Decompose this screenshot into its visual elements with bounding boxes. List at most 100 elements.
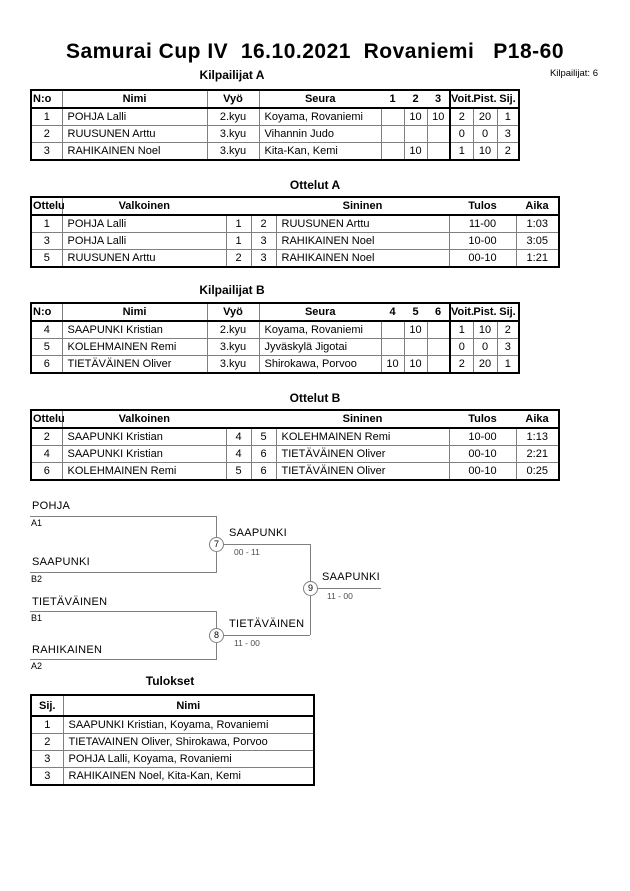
club-cell: Vihannin Judo [258,125,382,143]
result-cell: 00-10 [448,462,517,481]
pool-a-header-row: N:o Nimi Vyö Seura 1 2 3 Voit. Pist. Sij… [31,90,519,108]
col-header-place: Sij. [499,306,516,318]
matches-b-section-title: Ottelut B [289,391,341,405]
col-header-match: Ottelu [33,200,65,212]
col-header-no: N:o [33,93,52,105]
place-cell: 3 [496,338,520,356]
club-cell: Jyväskylä Jigotai [258,338,382,356]
results-row: 3 POHJA Lalli, Koyama, Rovaniemi [30,750,315,768]
competitor-row: 2 RUUSUNEN Arttu 3.kyu Vihannin Judo 0 0… [30,125,520,143]
white-name-cell: RUUSUNEN Arttu [61,249,227,268]
blue-name-cell: TIETÄVÄINEN Oliver [275,462,450,481]
competitor-number-cell: 5 [30,338,63,356]
points-cell: 10 [472,320,498,339]
result-cell: 11-00 [448,214,517,233]
white-number-cell: 1 [225,232,252,250]
pool-a-table: N:o Nimi Vyö Seura 1 2 3 Voit. Pist. Sij… [30,89,520,161]
result-place-cell: 3 [30,767,64,786]
match-number-cell: 1 [30,214,63,233]
score-cell: 10 [380,355,405,374]
match-number-cell: 3 [30,232,63,250]
competitor-name-cell: POHJA Lalli [61,107,208,126]
col-header-club: Seura [258,90,381,108]
col-header-white: Valkoinen [61,410,226,428]
col-header-points: Pist. [473,93,497,105]
club-cell: Kita-Kan, Kemi [258,142,382,161]
bracket-line [30,611,217,612]
competitor-row: 5 KOLEHMAINEN Remi 3.kyu Jyväskylä Jigot… [30,338,520,356]
score-cell [380,107,405,126]
blue-number-cell: 3 [250,249,277,268]
match-number-cell: 2 [30,427,63,446]
points-cell: 0 [472,338,498,356]
place-cell: 2 [496,142,520,161]
result-place-cell: 2 [30,733,64,751]
score-cell: 10 [403,142,428,161]
pool-a-section-title: Kilpailijat A [199,68,265,82]
white-name-cell: SAAPUNKI Kristian [61,427,227,446]
time-cell: 2:21 [515,445,560,463]
pool-b-header-row: N:o Nimi Vyö Seura 4 5 6 Voit. Pist. Sij… [31,303,519,321]
score-cell [403,125,428,143]
score-cell [426,320,451,339]
match-row: 4 SAAPUNKI Kristian 4 6 TIETÄVÄINEN Oliv… [30,445,560,463]
result-place-cell: 3 [30,750,64,768]
result-cell: 00-10 [448,445,517,463]
document-title: Samurai Cup IV 16.10.2021 Rovaniemi P18-… [65,40,565,63]
competitor-number-cell: 2 [30,125,63,143]
points-cell: 20 [472,107,498,126]
bracket-score-label: 11 - 00 [327,591,353,601]
white-number-cell: 5 [225,462,252,481]
col-header-belt: Vyö [206,90,259,108]
score-cell [403,338,428,356]
col-header-belt: Vyö [206,303,259,321]
score-cell [380,338,405,356]
place-cell: 2 [496,320,520,339]
club-cell: Koyama, Rovaniemi [258,320,382,339]
col-header-match-1: 1 [389,93,396,105]
col-header-match-6: 6 [434,306,442,318]
results-row: 2 TIETAVAINEN Oliver, Shirokawa, Porvoo [30,733,315,751]
bracket-node-9: 9 [303,581,318,596]
col-header-wins: Voit. [449,303,474,321]
col-header-blue: Sininen [342,200,383,212]
bracket-seed-label: A2 [31,661,43,671]
matches-a-table: Ottelu Valkoinen Sininen Tulos Aika 1 PO… [30,196,560,268]
blue-name-cell: RAHIKAINEN Noel [275,232,450,250]
results-row: 1 SAAPUNKI Kristian, Koyama, Rovaniemi [30,715,315,734]
blue-number-cell: 3 [250,232,277,250]
competitor-name-cell: TIETÄVÄINEN Oliver [61,355,208,374]
col-header-match-4: 4 [389,306,396,318]
belt-cell: 3.kyu [206,125,260,143]
blue-name-cell: RAHIKAINEN Noel [275,249,450,268]
bracket-line [30,572,217,573]
score-cell [426,338,451,356]
score-cell [426,355,451,374]
blue-name-cell: KOLEHMAINEN Remi [275,427,450,446]
white-number-cell: 2 [225,249,252,268]
blue-number-cell: 6 [250,462,277,481]
belt-cell: 2.kyu [206,320,260,339]
col-header-blue-no [251,197,276,215]
result-cell: 10-00 [448,232,517,250]
matches-b-header-row: Ottelu Valkoinen Sininen Tulos Aika [31,410,559,428]
col-header-place: Sij. [499,93,516,105]
competitor-name-cell: RAHIKAINEN Noel [61,142,208,161]
col-header-white-no [226,410,251,428]
wins-cell: 0 [449,338,474,356]
white-name-cell: POHJA Lalli [61,214,227,233]
place-cell: 3 [496,125,520,143]
bracket-node-8: 8 [209,628,224,643]
col-header-blue-no [251,410,276,428]
col-header-time: Aika [525,413,549,425]
col-header-match-3: 3 [434,93,442,105]
club-cell: Koyama, Rovaniemi [258,107,382,126]
score-cell [380,142,405,161]
score-cell: 10 [403,107,428,126]
white-name-cell: POHJA Lalli [61,232,227,250]
col-header-match-2: 2 [412,93,419,105]
competitor-number-cell: 3 [30,142,63,161]
place-cell: 1 [496,107,520,126]
bracket-winner-label: SAAPUNKI [229,527,288,539]
col-header-name: Nimi [61,90,207,108]
